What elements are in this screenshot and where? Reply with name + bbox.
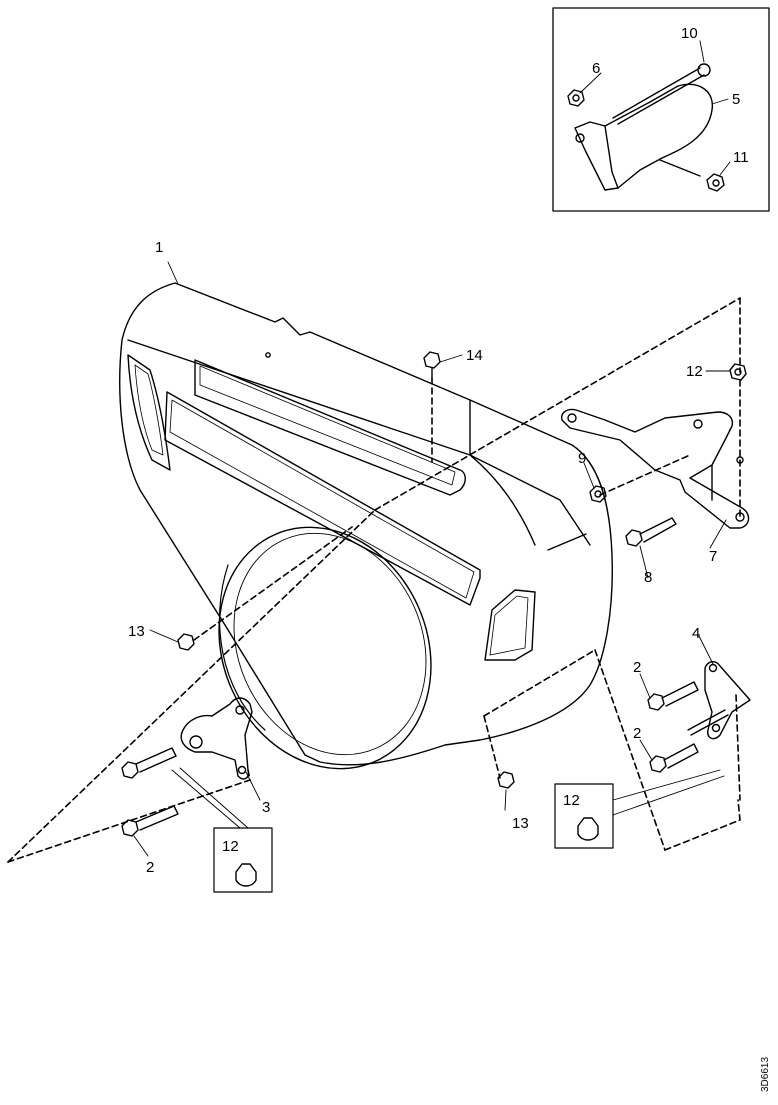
nut-part-12-upper [729,363,747,381]
nut-part-13-left [177,633,195,651]
callout-11: 11 [733,149,749,166]
bolt-part-2-left-upper [121,747,177,779]
callout-1: 1 [155,239,163,256]
callout-10: 10 [681,25,698,42]
inset-bolt-part-10 [612,63,711,125]
inset-frame [552,7,770,212]
callout-4: 4 [692,625,700,642]
bolt-part-2-right-upper [647,681,699,711]
bracket-part-7 [561,408,750,529]
callout-2-right-lower: 2 [633,725,641,742]
callout-14: 14 [466,347,483,364]
callout-2-right-upper: 2 [633,659,641,676]
callout-6: 6 [592,60,600,77]
bolt-part-8 [625,517,677,547]
callout-12-left-box: 12 [222,838,239,855]
bolt-part-2-left-lower [121,805,179,837]
assembly-lines [7,297,741,863]
clip-nut-right [577,817,599,841]
callout-3: 3 [262,799,270,816]
callout-13-lower: 13 [512,815,529,832]
bracket-part-4 [687,661,751,740]
detail-box-12-left [213,827,273,893]
cover-part-1 [119,282,613,770]
detail-box-12-right [554,783,614,849]
leader-lines [133,261,731,857]
callout-12-right-box: 12 [563,792,580,809]
inset-nut-part-6 [567,89,585,107]
callout-5: 5 [732,91,740,108]
callout-13-left: 13 [128,623,145,640]
inset-leaders [579,40,731,176]
inset-nut-part-11 [706,173,725,192]
callout-labels: 1 14 12 9 7 8 13 4 2 2 3 13 2 12 12 10 6… [128,25,771,1092]
callout-8: 8 [644,569,652,586]
drawing-code: 3D6613 [760,1057,771,1092]
clip-nut-left [235,863,257,887]
inset-bracket-part-5 [574,83,714,191]
callout-9: 9 [578,450,586,467]
callout-2-left: 2 [146,859,154,876]
bolt-part-2-right-lower [649,743,699,773]
bolt-part-14 [423,351,441,379]
bracket-part-3 [180,697,253,780]
callout-12-upper: 12 [686,363,703,380]
nut-part-13-lower [497,771,515,789]
callout-7: 7 [709,548,717,565]
